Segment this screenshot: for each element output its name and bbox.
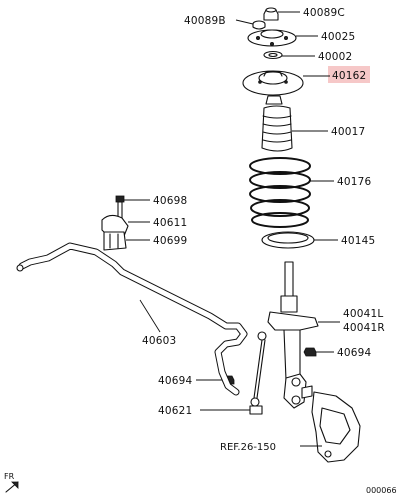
label-40699[interactable]: 40699	[153, 235, 187, 247]
label-40041l[interactable]: 40041L	[343, 308, 383, 320]
label-reference[interactable]: REF.26-150	[220, 442, 276, 453]
label-40694-link[interactable]: 40694	[158, 375, 193, 387]
spring-pad-40145[interactable]	[261, 231, 315, 249]
front-arrow-icon	[5, 481, 19, 493]
label-40621[interactable]: 40621	[158, 405, 192, 417]
diagram-id: 000066	[366, 486, 397, 495]
label-40025[interactable]: 40025	[321, 31, 355, 43]
label-40698[interactable]: 40698	[153, 195, 187, 207]
coil-spring-40176[interactable]	[249, 157, 311, 228]
strut-mount-40025[interactable]	[247, 29, 297, 47]
label-40145[interactable]: 40145	[341, 235, 375, 247]
label-40162[interactable]: 40162	[332, 70, 366, 82]
spring-seat-40162[interactable]	[242, 70, 304, 96]
label-40017[interactable]: 40017	[331, 126, 365, 138]
bearing-40002[interactable]	[263, 50, 283, 60]
stabilizer-bar-40603[interactable]	[16, 242, 248, 396]
bushing-40699[interactable]	[103, 231, 127, 251]
stabilizer-link-40621[interactable]	[249, 331, 267, 415]
label-40041r[interactable]: 40041R	[343, 322, 385, 334]
nut-40089c[interactable]	[263, 7, 279, 21]
washer-40089b[interactable]	[252, 20, 266, 30]
highlight-40162	[328, 66, 370, 83]
bump-stopper-40017[interactable]	[261, 95, 293, 152]
bolt-40698[interactable]	[115, 195, 125, 219]
knuckle-ref	[311, 391, 361, 463]
nut-40694-strut[interactable]	[303, 347, 317, 357]
label-40089b[interactable]: 40089B	[184, 15, 226, 27]
label-fr: FR	[4, 472, 15, 481]
leader-lines	[124, 11, 340, 447]
label-40603[interactable]: 40603	[142, 335, 176, 347]
label-40089c[interactable]: 40089C	[303, 7, 345, 19]
label-40176[interactable]: 40176	[337, 176, 372, 188]
strut-assembly-40041[interactable]	[267, 261, 319, 409]
label-40002[interactable]: 40002	[318, 51, 352, 63]
label-40694-strut[interactable]: 40694	[337, 347, 372, 359]
label-40611[interactable]: 40611	[153, 217, 187, 229]
